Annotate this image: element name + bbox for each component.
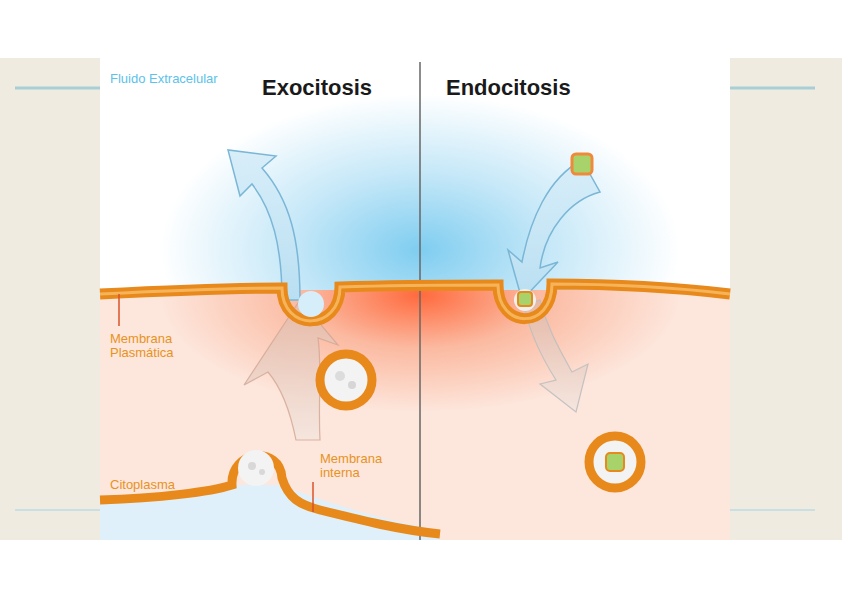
region-label: Fluido Extracelular bbox=[110, 72, 220, 86]
region-label: Citoplasma bbox=[110, 478, 175, 492]
panel-heading: Endocitosis bbox=[446, 76, 571, 100]
membrane-label: Membrana Plasmática bbox=[110, 332, 210, 361]
membrane-label: Membrana interna bbox=[320, 452, 410, 481]
panel-heading: Exocitosis bbox=[262, 76, 372, 100]
